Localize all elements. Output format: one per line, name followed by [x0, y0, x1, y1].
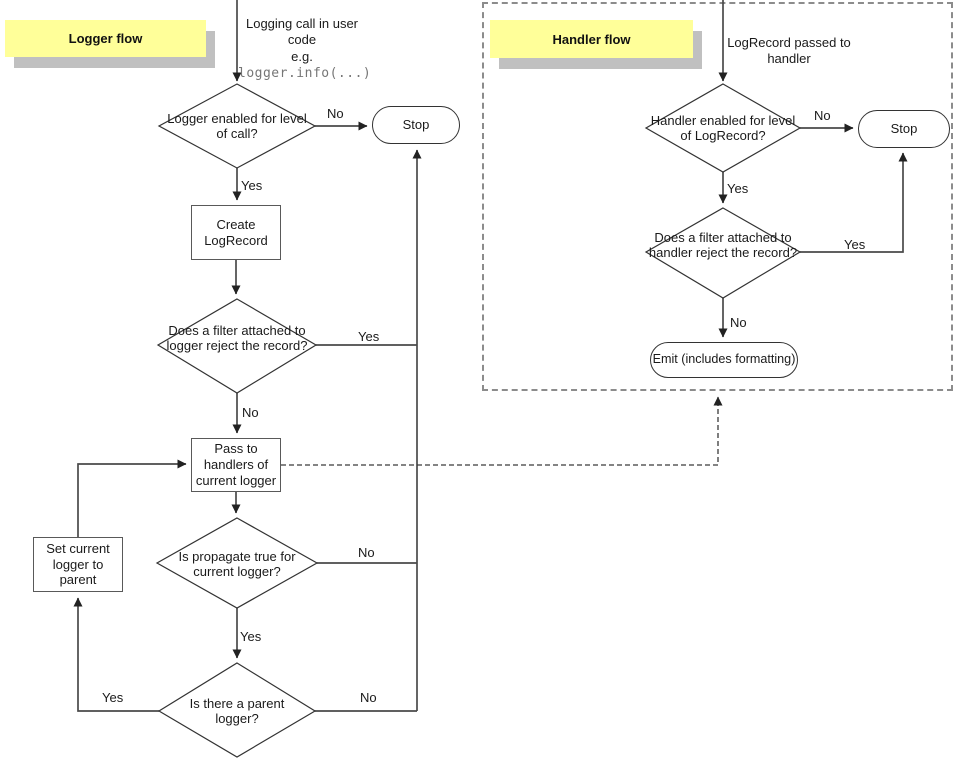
handler-flow-title: Handler flow [552, 31, 631, 47]
diamond-logger-filter [156, 298, 318, 394]
label-logger-enabled-yes: Yes [241, 178, 263, 193]
create-logrecord-node: Create LogRecord [191, 205, 281, 260]
diamond-propagate [155, 517, 319, 609]
edge-handler-filter-yes [800, 152, 908, 253]
stop-label: Stop [890, 121, 918, 137]
diamond-parent-logger [157, 662, 317, 758]
stop-node-logger: Stop [372, 106, 460, 144]
set-current-logger-label: Set current logger to parent [46, 540, 110, 588]
label-parent-no: No [360, 690, 377, 705]
logger-entry-eg: e.g. [291, 48, 313, 64]
edge-parent-yes [73, 597, 159, 712]
handler-flow-frame [482, 2, 953, 391]
label-logger-filter-no: No [242, 405, 259, 420]
diamond-handler-enabled [644, 83, 802, 173]
diamond-logger-filter-label: Does a filter attached to logger reject … [166, 323, 308, 354]
pass-handlers-label: Pass to handlers of current logger [195, 441, 277, 488]
edge-pass-to-handlerflow [281, 396, 723, 466]
diamond-handler-enabled-label: Handler enabled for level of LogRecord? [650, 113, 796, 144]
logger-entry-text: Logging call in user code e.g. logger.in… [238, 16, 371, 82]
logger-entry-code: logger.info(...) [238, 65, 372, 81]
set-current-logger-node: Set current logger to parent [33, 537, 123, 592]
label-parent-yes: Yes [102, 690, 124, 705]
stop-node-handler: Stop [858, 110, 950, 148]
label-handler-enabled-no: No [814, 108, 831, 123]
label-handler-filter-no: No [730, 315, 747, 330]
diamond-logger-enabled-label: Logger enabled for level of call? [167, 111, 307, 142]
diamond-propagate-label: Is propagate true for current logger? [178, 549, 296, 580]
label-propagate-no: No [358, 545, 375, 560]
handler-entry-text: LogRecord passed to handler [708, 35, 870, 68]
label-logger-enabled-no: No [327, 106, 344, 121]
handler-flow-title-note: Handler flow [490, 20, 693, 58]
logger-flow-title-note: Logger flow [5, 20, 206, 57]
pass-handlers-node: Pass to handlers of current logger [191, 438, 281, 492]
label-propagate-yes: Yes [240, 629, 262, 644]
handler-entry-line: LogRecord passed to handler [727, 35, 851, 67]
label-handler-enabled-yes: Yes [727, 181, 749, 196]
diamond-handler-filter-label: Does a filter attached to handler reject… [648, 230, 798, 261]
diamond-handler-filter [644, 207, 802, 299]
emit-node: Emit (includes formatting) [650, 342, 798, 378]
label-logger-filter-yes: Yes [358, 329, 380, 344]
emit-label: Emit (includes formatting) [652, 352, 796, 367]
label-handler-filter-yes: Yes [844, 237, 866, 252]
logger-flow-title: Logger flow [68, 31, 143, 46]
create-logrecord-label: Create LogRecord [204, 216, 268, 248]
diamond-parent-logger-label: Is there a parent logger? [189, 696, 285, 727]
stop-label: Stop [402, 117, 430, 133]
edge-setcurrent-to-pass [77, 459, 187, 537]
diamond-logger-enabled [157, 83, 317, 169]
logger-entry-line: Logging call in user code [245, 16, 359, 48]
